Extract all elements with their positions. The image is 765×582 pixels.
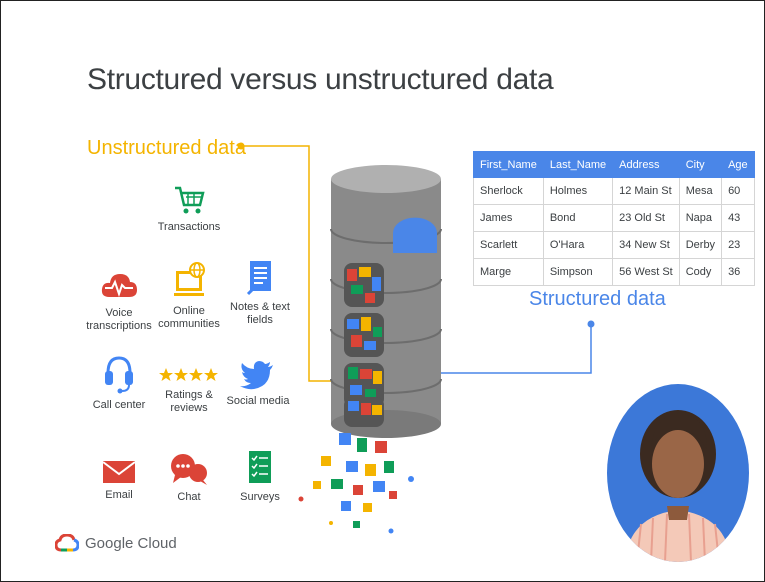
table-cell: James xyxy=(473,204,544,232)
source-call-center: Call center xyxy=(79,353,159,412)
table-cell: Scarlett xyxy=(473,231,544,259)
column-header: Last_Name xyxy=(542,151,614,178)
table-cell: 36 xyxy=(721,258,755,286)
source-label: Ratings & reviews xyxy=(165,389,213,414)
source-label: Call center xyxy=(92,399,146,411)
table-cell: Bond xyxy=(542,204,614,232)
table-cell: 56 West St xyxy=(612,258,680,286)
table-row: Sherlock Holmes 12 Main St Mesa 60 xyxy=(473,177,755,205)
table-row: Marge Simpson 56 West St Cody 36 xyxy=(473,258,755,286)
source-label: Online communities xyxy=(158,305,220,330)
table-cell: Holmes xyxy=(542,177,614,205)
structured-data-label: Structured data xyxy=(529,288,666,310)
table-cell: Cody xyxy=(678,258,723,286)
source-email: Email xyxy=(79,459,159,502)
column-header: City xyxy=(678,151,723,178)
source-label: Email xyxy=(105,489,133,501)
table-cell: O'Hara xyxy=(542,231,614,259)
source-voice-transcriptions: Voice transcriptions xyxy=(79,269,159,333)
source-ratings-reviews: Ratings & reviews xyxy=(149,367,229,415)
source-surveys: Surveys xyxy=(225,449,295,504)
unstructured-data-label: Unstructured data xyxy=(87,137,246,159)
google-cloud-logo: Google Cloud xyxy=(55,534,177,552)
table-row: Scarlett O'Hara 34 New St Derby 23 xyxy=(473,231,755,259)
column-header: Age xyxy=(721,151,755,178)
column-header: Address xyxy=(612,151,680,178)
source-chat: Chat xyxy=(149,453,229,504)
table-cell: Marge xyxy=(473,258,544,286)
slide-title: Structured versus unstructured data xyxy=(87,63,554,96)
table-cell: Napa xyxy=(678,204,723,232)
unstructured-connector xyxy=(237,142,346,382)
structured-data-table: First_Name Last_Name Address City Age Sh… xyxy=(473,151,755,286)
spilled-data-shapes xyxy=(298,433,414,534)
table-cell: 60 xyxy=(721,177,755,205)
source-label: Transactions xyxy=(157,221,221,233)
stars-icon xyxy=(159,368,218,381)
table-cell: Derby xyxy=(678,231,723,259)
presenter-avatar-icon xyxy=(625,410,731,562)
table-cell: 43 xyxy=(721,204,755,232)
source-label: Voice transcriptions xyxy=(86,307,152,332)
computer-globe-icon xyxy=(174,262,205,296)
database-cylinder xyxy=(330,165,442,438)
source-online-communities: Online communities xyxy=(149,261,229,331)
table-cell: 23 Old St xyxy=(612,204,680,232)
source-label: Social media xyxy=(226,395,290,407)
table-header-row: First_Name Last_Name Address City Age xyxy=(473,151,755,178)
google-cloud-icon xyxy=(55,534,79,552)
survey-icon xyxy=(249,451,271,483)
headset-icon xyxy=(105,356,133,394)
shopping-cart-icon xyxy=(175,186,205,214)
table-row: James Bond 23 Old St Napa 43 xyxy=(473,204,755,232)
table-cell: 23 xyxy=(721,231,755,259)
source-notes-text-fields: Notes & text fields xyxy=(225,259,295,327)
column-header: First_Name xyxy=(473,151,544,178)
cloud-waveform-icon xyxy=(101,274,137,298)
notes-icon xyxy=(246,261,271,296)
table-cell: 12 Main St xyxy=(612,177,680,205)
table-cell: 34 New St xyxy=(612,231,680,259)
envelope-icon xyxy=(102,461,136,483)
table-cell: Mesa xyxy=(678,177,723,205)
table-cell: Simpson xyxy=(542,258,614,286)
chat-bubbles-icon xyxy=(171,454,207,485)
source-transactions: Transactions xyxy=(149,183,229,234)
source-label: Notes & text fields xyxy=(230,301,290,326)
logo-text: Google Cloud xyxy=(85,534,177,552)
source-label: Chat xyxy=(177,491,201,503)
presenter-video xyxy=(607,384,749,562)
table-cell: Sherlock xyxy=(473,177,544,205)
source-social-media: Social media xyxy=(223,359,293,408)
source-label: Surveys xyxy=(240,491,280,503)
bird-icon xyxy=(240,361,273,390)
